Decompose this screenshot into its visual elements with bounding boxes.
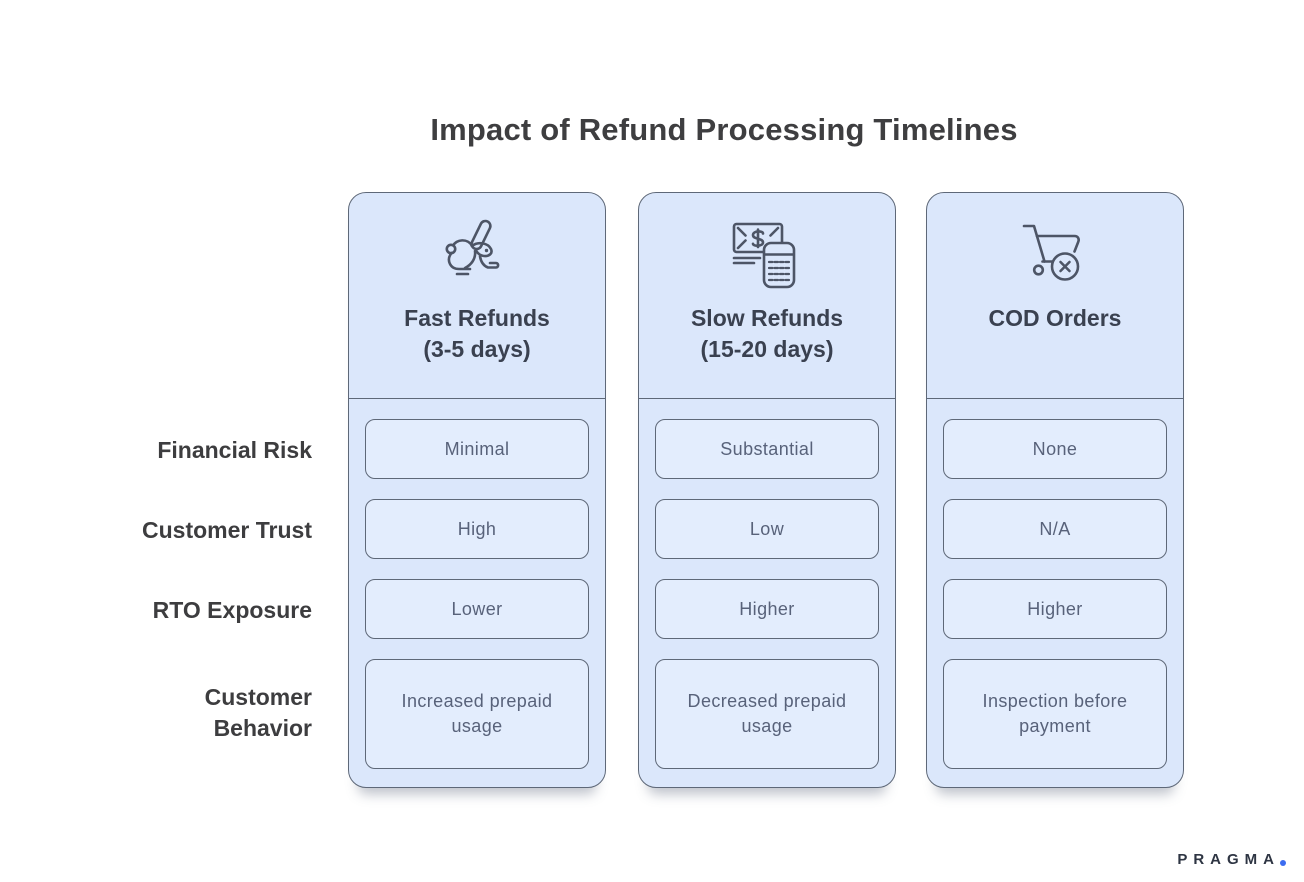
card-cod-orders-header: COD Orders	[927, 193, 1183, 399]
cell-slow-customer-behavior: Decreased prepaid usage	[655, 659, 879, 769]
brand-logo: PRAGMA	[1177, 851, 1286, 868]
row-label-rto-exposure: RTO Exposure	[152, 596, 312, 623]
brand-dot	[1280, 860, 1286, 866]
card-slow-refunds: Slow Refunds (15-20 days) Substantial Lo…	[638, 192, 896, 788]
cell-cod-financial-risk: None	[943, 419, 1167, 479]
column-subtitle: (3-5 days)	[423, 336, 531, 362]
column-subtitle: (15-20 days)	[700, 336, 834, 362]
cell-slow-customer-trust: Low	[655, 499, 879, 559]
card-slow-refunds-title: Slow Refunds (15-20 days)	[691, 303, 843, 365]
cell-slow-rto-exposure: Higher	[655, 579, 879, 639]
cell-cod-customer-behavior: Inspection before payment	[943, 659, 1167, 769]
money-calculator-icon	[725, 215, 809, 295]
card-cod-orders: COD Orders None N/A Higher Inspection be…	[926, 192, 1184, 788]
column-title: Slow Refunds	[690, 305, 844, 331]
cell-fast-financial-risk: Minimal	[365, 419, 589, 479]
rabbit-icon	[435, 215, 519, 295]
row-label-customer-behavior: Customer Behavior	[204, 684, 312, 741]
card-cod-orders-title: COD Orders	[989, 303, 1122, 334]
card-fast-refunds: Fast Refunds (3-5 days) Minimal High Low…	[348, 192, 606, 788]
row-label-customer-trust: Customer Trust	[142, 516, 312, 543]
cart-cancelled-icon	[1013, 215, 1097, 295]
cell-fast-customer-behavior: Increased prepaid usage	[365, 659, 589, 769]
column-title: Fast Refunds	[404, 305, 550, 331]
row-label-financial-risk: Financial Risk	[157, 436, 312, 463]
card-fast-refunds-header: Fast Refunds (3-5 days)	[349, 193, 605, 399]
cell-cod-rto-exposure: Higher	[943, 579, 1167, 639]
brand-name: PRAGMA	[1177, 851, 1280, 868]
column-title: COD Orders	[988, 305, 1122, 331]
card-fast-refunds-body: Minimal High Lower Increased prepaid usa…	[349, 399, 605, 769]
card-cod-orders-body: None N/A Higher Inspection before paymen…	[927, 399, 1183, 769]
page-title: Impact of Refund Processing Timelines	[430, 112, 1018, 147]
cell-fast-rto-exposure: Lower	[365, 579, 589, 639]
card-slow-refunds-header: Slow Refunds (15-20 days)	[639, 193, 895, 399]
card-fast-refunds-title: Fast Refunds (3-5 days)	[404, 303, 550, 365]
cell-fast-customer-trust: High	[365, 499, 589, 559]
card-slow-refunds-body: Substantial Low Higher Decreased prepaid…	[639, 399, 895, 769]
cell-cod-customer-trust: N/A	[943, 499, 1167, 559]
cell-slow-financial-risk: Substantial	[655, 419, 879, 479]
